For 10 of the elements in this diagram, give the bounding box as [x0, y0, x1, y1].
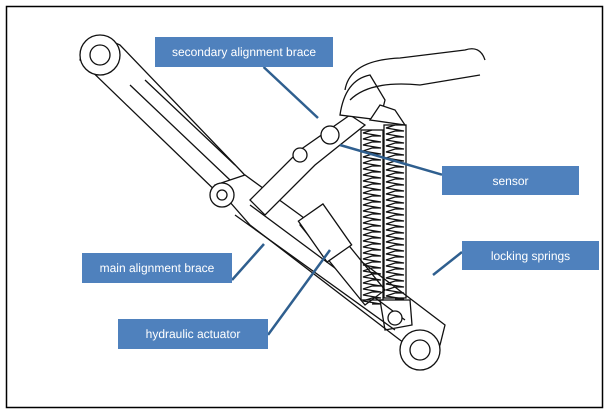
leader-line — [432, 251, 463, 276]
callout-label: secondary alignment brace — [155, 37, 333, 67]
leader-line — [340, 144, 442, 176]
leader-line — [231, 243, 265, 281]
callout-label: sensor — [442, 166, 579, 195]
leader-line — [262, 66, 319, 119]
leader-line — [267, 249, 331, 336]
callout-label: hydraulic actuator — [118, 319, 268, 349]
callout-label: main alignment brace — [82, 253, 232, 283]
callout-label: locking springs — [462, 241, 599, 270]
